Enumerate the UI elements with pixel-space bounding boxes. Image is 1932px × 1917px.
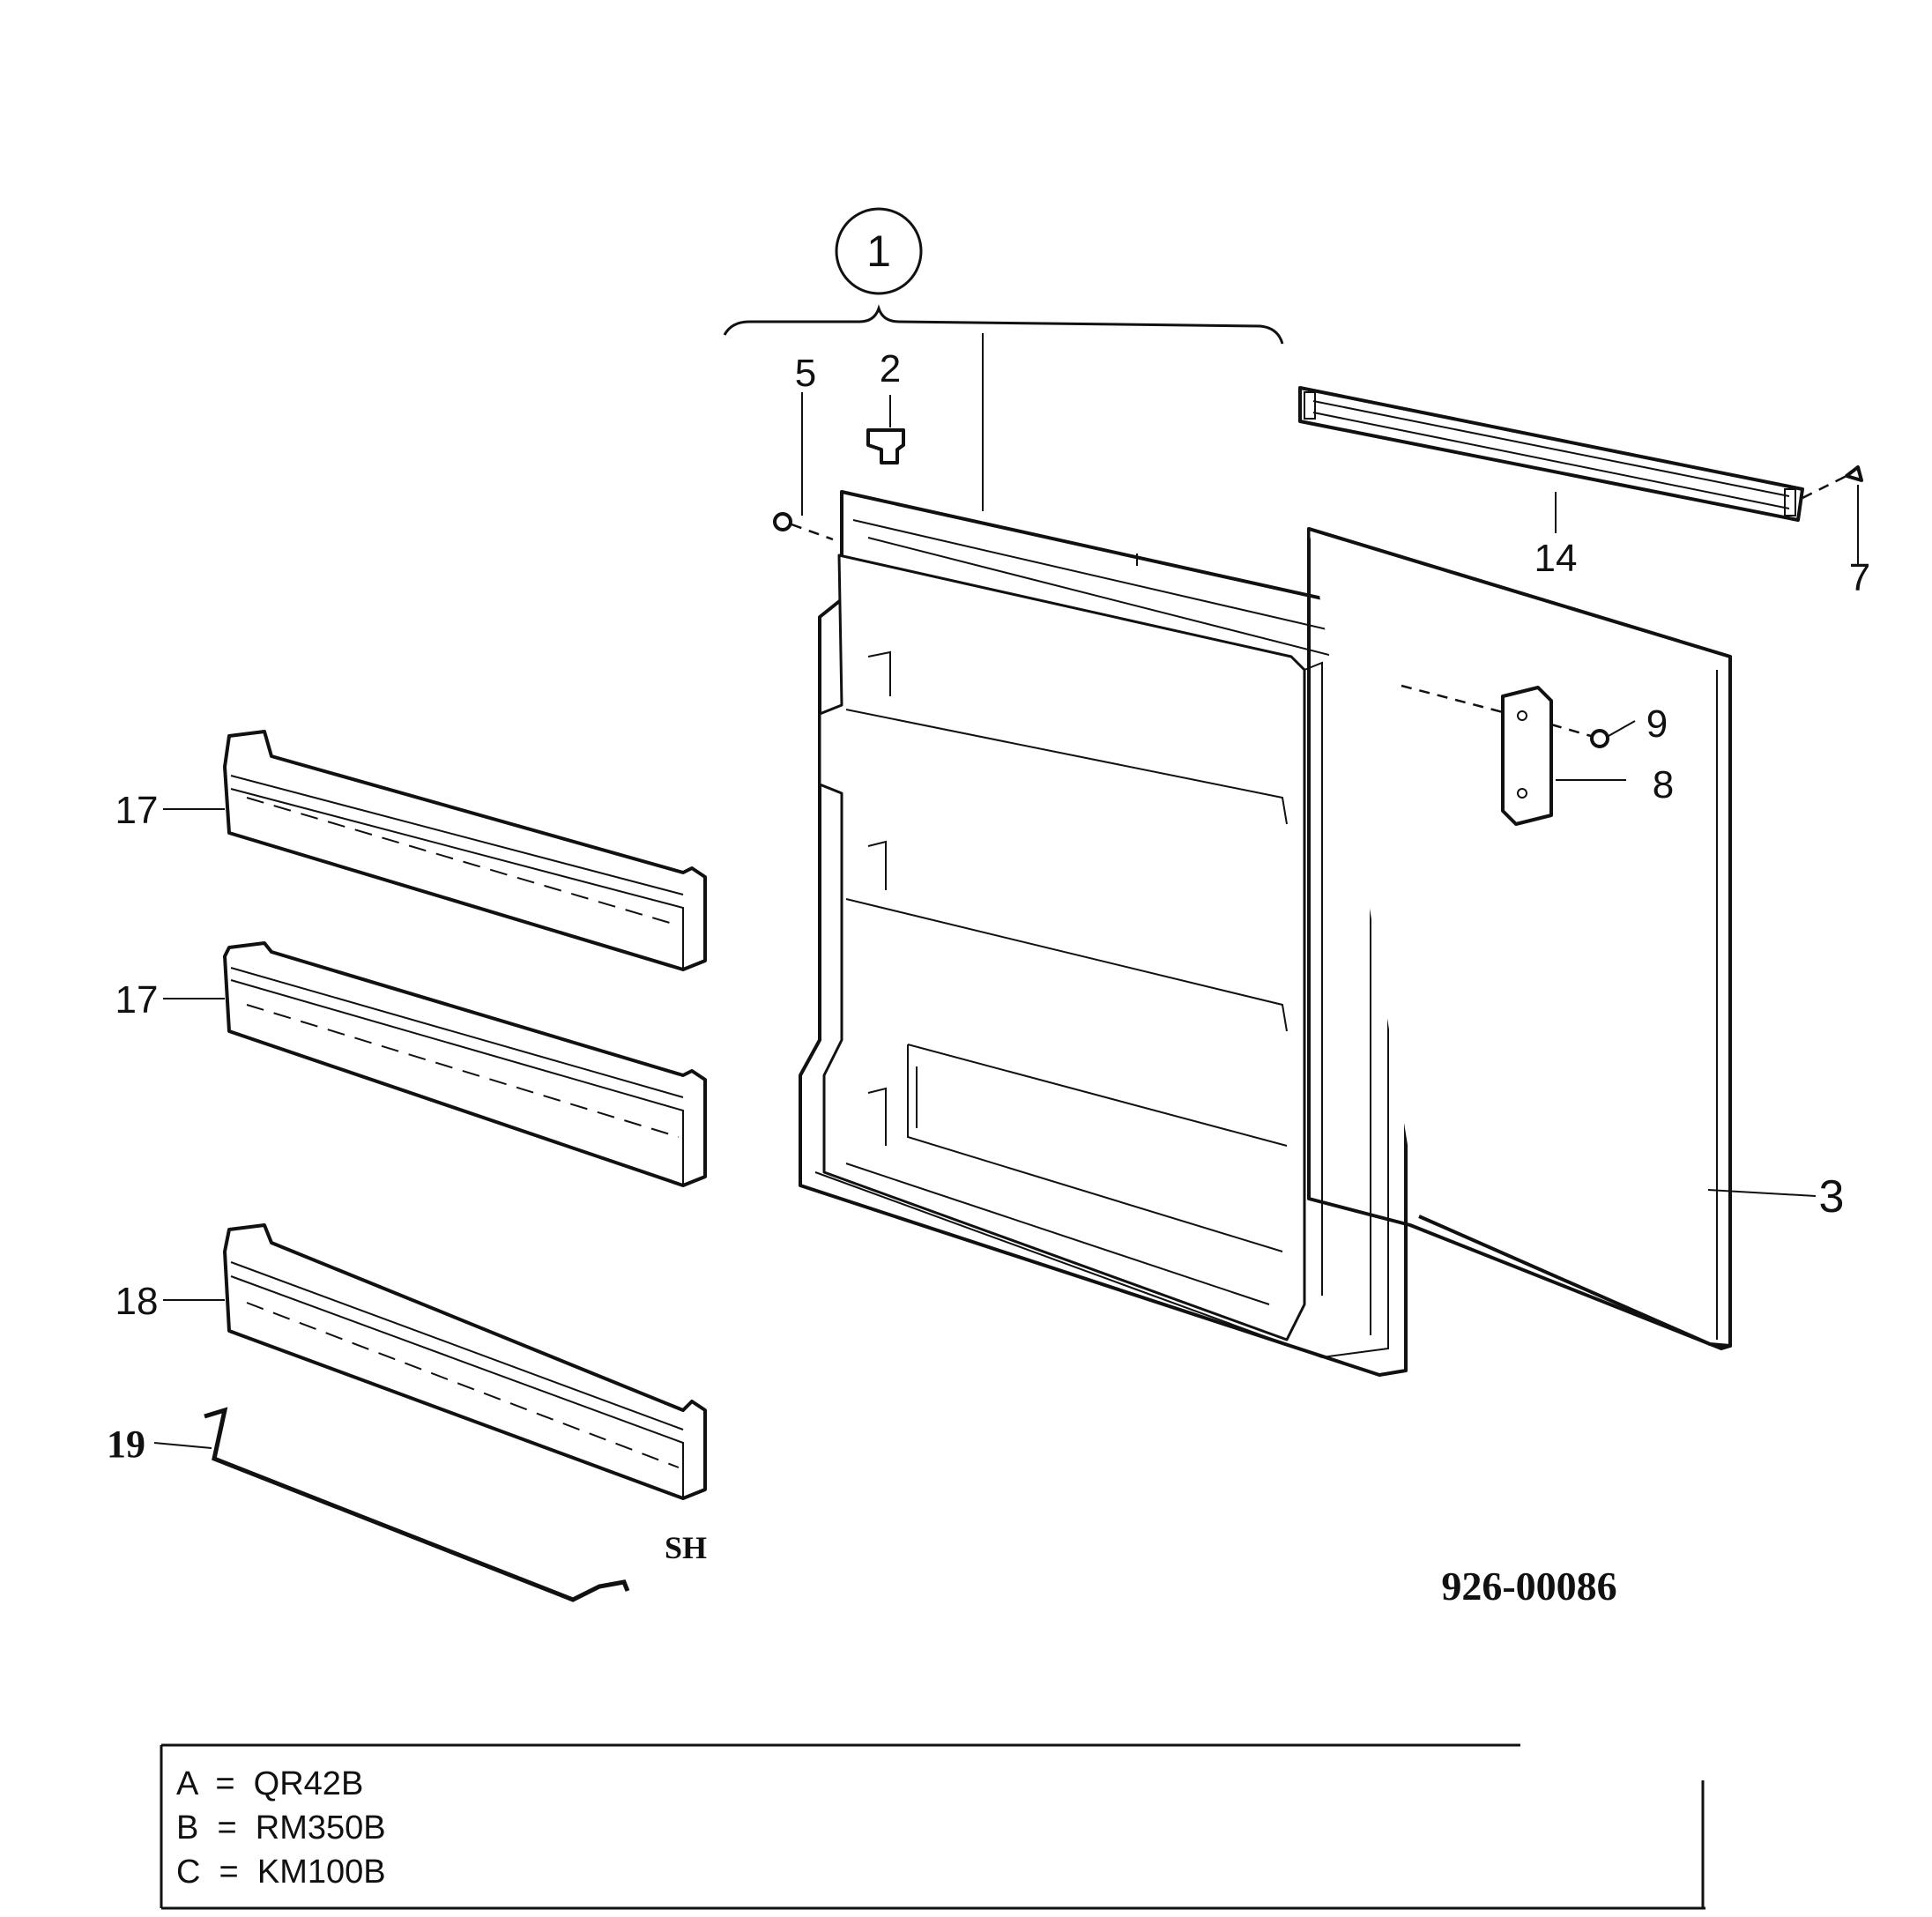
- drawing-number: 926-00086: [1441, 1564, 1616, 1609]
- assembly-brace: [723, 304, 1284, 345]
- callout-9: 9: [1646, 702, 1668, 746]
- callout-2: 2: [880, 347, 901, 390]
- wire-retainer: [204, 1407, 630, 1602]
- top-rail: [1298, 386, 1804, 522]
- plug-part-2: [866, 428, 905, 464]
- door-shelf-middle: [223, 941, 707, 1187]
- callout-17-upper: 17: [115, 789, 159, 832]
- assembly-circle: [835, 207, 923, 295]
- callout-18: 18: [115, 1280, 159, 1323]
- leader-lines: [153, 392, 1859, 1449]
- door-frame: [799, 490, 1408, 1377]
- callout-7: 7: [1849, 556, 1870, 599]
- door-panel: [1307, 527, 1732, 1350]
- legend-entry-b: B = RM350B: [176, 1809, 386, 1846]
- small-parts: [773, 428, 1863, 748]
- callout-19: 19: [107, 1423, 145, 1466]
- hinge-bracket: [1501, 686, 1553, 826]
- screw-part-9: [1590, 729, 1609, 748]
- door-shelf-upper: [223, 730, 707, 971]
- assembly-number: 1: [866, 227, 891, 276]
- sh-mark: SH: [665, 1530, 707, 1565]
- nut-part-5: [773, 512, 792, 531]
- legend-entry-c: C = KM100B: [176, 1854, 386, 1891]
- model-legend: A = QR42B B = RM350B C = KM100B: [160, 1743, 1705, 1910]
- legend-entry-a: A = QR42B: [176, 1765, 363, 1802]
- door-shelf-lower: [223, 1223, 707, 1500]
- screw-part-7: [1845, 465, 1863, 482]
- callout-17-middle: 17: [115, 978, 159, 1022]
- callout-14: 14: [1534, 537, 1578, 580]
- callout-8: 8: [1653, 763, 1674, 806]
- callout-5: 5: [795, 352, 816, 395]
- callout-3: 3: [1819, 1171, 1845, 1222]
- assembly-callout: 1: [723, 207, 1284, 511]
